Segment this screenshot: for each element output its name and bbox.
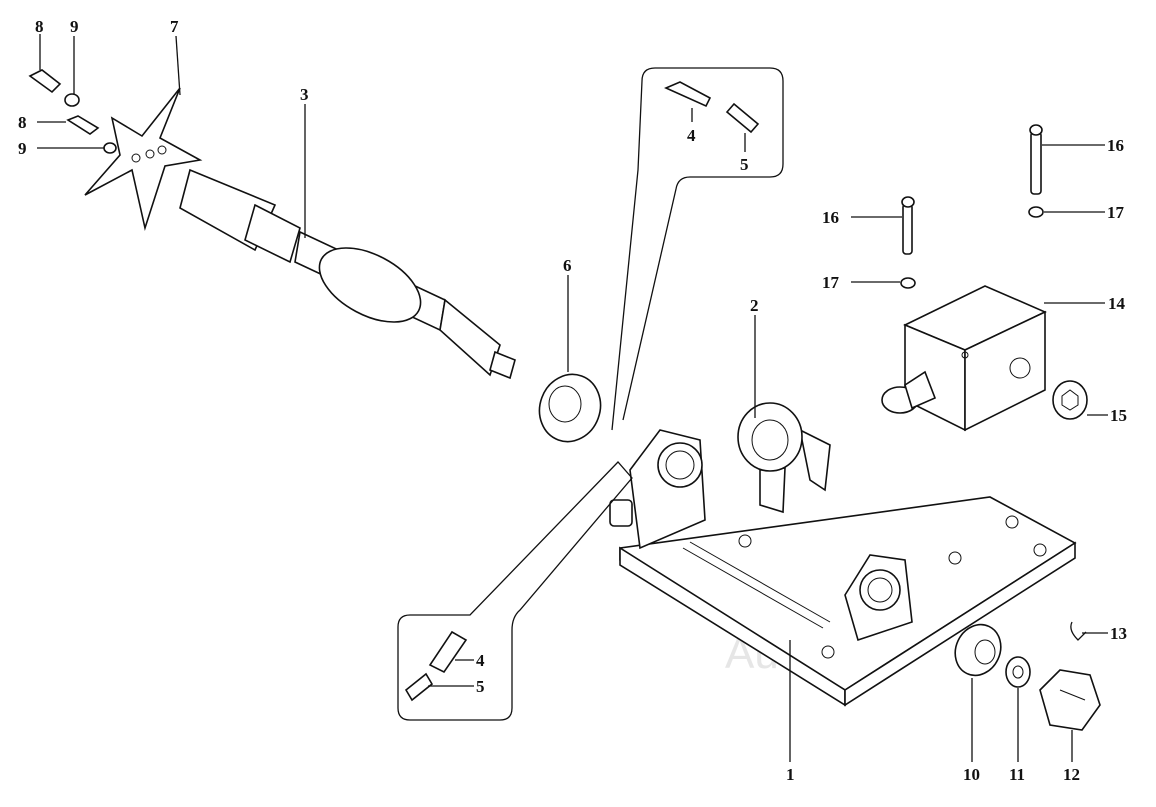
part-14-switch-box [881,285,1047,432]
label-5-upper-inset: 5 [740,155,749,174]
label-17-left: 17 [822,273,840,292]
inset-upper-detail [611,67,784,431]
label-3: 3 [300,85,309,104]
label-12: 12 [1063,765,1080,784]
label-13: 13 [1110,624,1127,643]
part-16-bolt-left [901,196,915,255]
label-2: 2 [750,296,759,315]
part-10-bushing [954,623,1002,677]
part-9-washer-lower [103,142,117,154]
part-15-nut [1052,380,1088,420]
label-9-top: 9 [70,17,79,36]
part-9-washer-upper [64,93,80,107]
part-7-star-handle [84,87,203,232]
part-8-screw-lower [66,115,100,135]
label-5-lower-inset: 5 [476,677,485,696]
part-13-cotter-pin [1070,621,1087,641]
label-9-bottom: 9 [18,139,27,158]
label-4-lower-inset: 4 [476,651,485,670]
part-labels: 8 9 7 8 9 3 6 2 4 5 4 5 1 10 11 12 13 14… [18,17,1127,784]
label-10: 10 [963,765,980,784]
part-17-washer-right [1028,206,1044,218]
part-16-bolt-right [1029,124,1043,195]
label-11: 11 [1009,765,1025,784]
part-1-base-bracket [609,429,1077,707]
label-16-left: 16 [822,208,839,227]
label-6: 6 [563,256,572,275]
part-12-castle-nut [1039,669,1101,731]
label-1: 1 [786,765,795,784]
label-15: 15 [1110,406,1127,425]
part-8-screw-upper [28,69,62,94]
label-4-upper-inset: 4 [687,126,696,145]
part-6-bushing [538,373,602,443]
label-7: 7 [170,17,179,36]
leader-lines [37,34,1108,762]
label-14: 14 [1108,294,1126,313]
label-16-right: 16 [1107,136,1124,155]
part-11-washer [1005,656,1031,688]
label-8-top: 8 [35,17,44,36]
part-17-washer-left [900,277,916,289]
part-2-clamp [737,402,831,514]
label-17-right: 17 [1107,203,1125,222]
inset-lower-detail [397,461,633,721]
label-8-bottom: 8 [18,113,27,132]
part-3-shaft [179,168,516,380]
